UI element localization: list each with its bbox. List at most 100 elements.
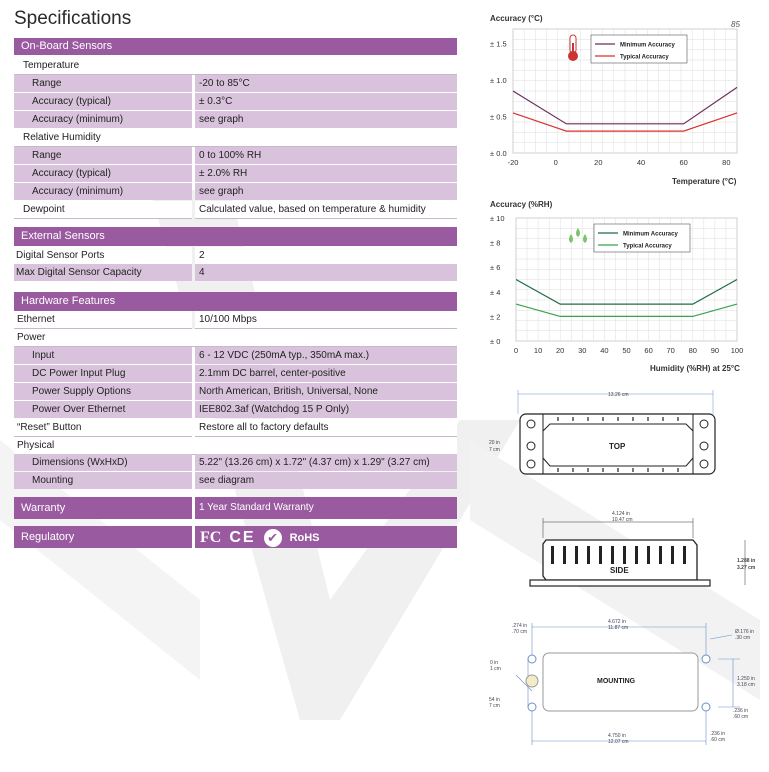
mount-dim: .70 cm — [512, 629, 528, 635]
page-number: 85 — [731, 20, 740, 29]
x-tick-label: 20 — [556, 346, 564, 355]
chart1-xlabel: Temperature (°C) — [672, 177, 737, 186]
mount-dim: 1.250 in — [737, 676, 755, 682]
x-tick-label: 80 — [722, 158, 730, 167]
x-tick-label: 80 — [689, 346, 697, 355]
mount-label: MOUNTING — [597, 678, 636, 685]
x-tick-label: 60 — [644, 346, 652, 355]
section-header-external: External Sensors — [14, 227, 457, 246]
chart2-xlabel: Humidity (%RH) at 25°C — [650, 364, 740, 373]
water-drops-icon — [569, 228, 587, 243]
legend-box — [590, 34, 688, 64]
group-power: Power — [14, 329, 457, 347]
spec-row: Accuracy (minimum)see graph — [14, 183, 457, 201]
chart2-title: Accuracy (%RH) — [490, 200, 553, 209]
series-line-1 — [512, 86, 738, 125]
x-tick-label: 90 — [711, 346, 719, 355]
group-temperature: Temperature — [14, 57, 457, 75]
side-label: SIDE — [610, 566, 629, 575]
x-tick-label: 40 — [637, 158, 645, 167]
mounting-diagram — [515, 623, 740, 745]
side-dim-right-2: 3.27 cm — [737, 565, 756, 571]
x-tick-label: 30 — [578, 346, 586, 355]
mount-dim: .236 in — [733, 708, 749, 714]
top-dim-left-1: 20 in — [489, 440, 500, 446]
mount-dim: Ø.176 in — [735, 629, 754, 635]
x-tick-label: 20 — [594, 158, 602, 167]
x-tick-label: 70 — [667, 346, 675, 355]
thermometer-icon — [568, 34, 578, 61]
legend-label: Minimum Accuracy — [620, 43, 675, 49]
side-dim-top-1: 4.124 in — [612, 511, 630, 517]
regulatory-row: Regulatory FC CE ✔ RoHS — [14, 526, 457, 548]
x-tick-label: 0 — [554, 158, 558, 167]
fcc-logo: FC — [200, 529, 222, 546]
spec-row: Accuracy (typical)± 2.0% RH — [14, 165, 457, 183]
legend-label: Typical Accuracy — [620, 55, 669, 61]
mount-dim: 4.672 in — [608, 619, 626, 625]
ce-logo: CE — [229, 529, 256, 546]
y-tick-label: ± 1.5 — [490, 40, 507, 49]
x-tick-label: 50 — [622, 346, 630, 355]
top-dim-label: 13.26 cm — [608, 392, 629, 398]
y-tick-label: ± 10 — [490, 214, 505, 223]
mount-dim: 12.07 cm — [608, 739, 629, 745]
spec-row: Range-20 to 85°C — [14, 75, 457, 93]
series-line-2 — [512, 112, 738, 132]
mount-dim: .30 cm — [735, 635, 751, 641]
x-tick-label: 10 — [534, 346, 542, 355]
mount-dim: .60 cm — [710, 737, 726, 743]
y-tick-label: ± 0.0 — [490, 149, 507, 158]
check-logo: ✔ — [263, 529, 282, 547]
y-tick-label: ± 1.0 — [490, 76, 507, 85]
section-header-hardware: Hardware Features — [14, 292, 457, 311]
series-line-1 — [515, 278, 738, 305]
certification-logos: FC CE ✔ RoHS — [200, 529, 320, 547]
group-physical: Physical — [14, 437, 457, 455]
top-dim-left-2: 7 cm — [489, 447, 500, 453]
mount-dim: 3.18 cm — [737, 682, 755, 688]
mount-dim: .236 in — [710, 731, 726, 737]
temperature-accuracy-chart: -20 0 20 40 60 80 ± 0.0 ± 0.5 ± 1.0 ± 1.5 Minimum … — [490, 28, 738, 167]
x-tick-label: 60 — [679, 158, 687, 167]
mount-dim: 1 cm — [490, 666, 501, 672]
y-tick-label: ± 0.5 — [490, 113, 507, 122]
chart1-title: Accuracy (°C) — [490, 14, 543, 23]
group-humidity: Relative Humidity — [14, 129, 457, 147]
side-view-diagram — [529, 518, 746, 587]
series-line-2 — [515, 303, 738, 318]
spec-row: Accuracy (typical)± 0.3°C — [14, 93, 457, 111]
page-title: Specifications — [14, 8, 132, 29]
spec-row: Dimensions (WxHxD)5.22" (13.26 cm) x 1.7… — [14, 454, 457, 472]
mount-dim: 0 in — [490, 660, 499, 666]
y-tick-label: ± 6 — [490, 263, 500, 272]
x-tick-label: -20 — [508, 158, 519, 167]
rohs-logo: RoHS — [289, 532, 320, 544]
y-tick-label: ± 4 — [490, 288, 500, 297]
y-tick-label: ± 2 — [490, 312, 500, 321]
mount-dim: 4.750 in — [608, 733, 626, 739]
top-label: TOP — [609, 442, 626, 451]
y-tick-label: ± 8 — [490, 239, 500, 248]
legend-box — [593, 223, 691, 253]
mount-dim: 7 cm — [489, 703, 500, 709]
side-dim-right-1: 1.288 in — [737, 558, 756, 564]
x-tick-label: 0 — [514, 346, 518, 355]
x-tick-label: 100 — [731, 346, 744, 355]
side-dim-top-2: 10.47 cm — [612, 517, 633, 523]
spec-row: Accuracy (minimum)see graph — [14, 111, 457, 129]
mount-dim: .274 in — [512, 623, 528, 629]
section-header-onboard: On-Board Sensors — [14, 38, 457, 55]
y-tick-label: ± 0 — [490, 337, 500, 346]
